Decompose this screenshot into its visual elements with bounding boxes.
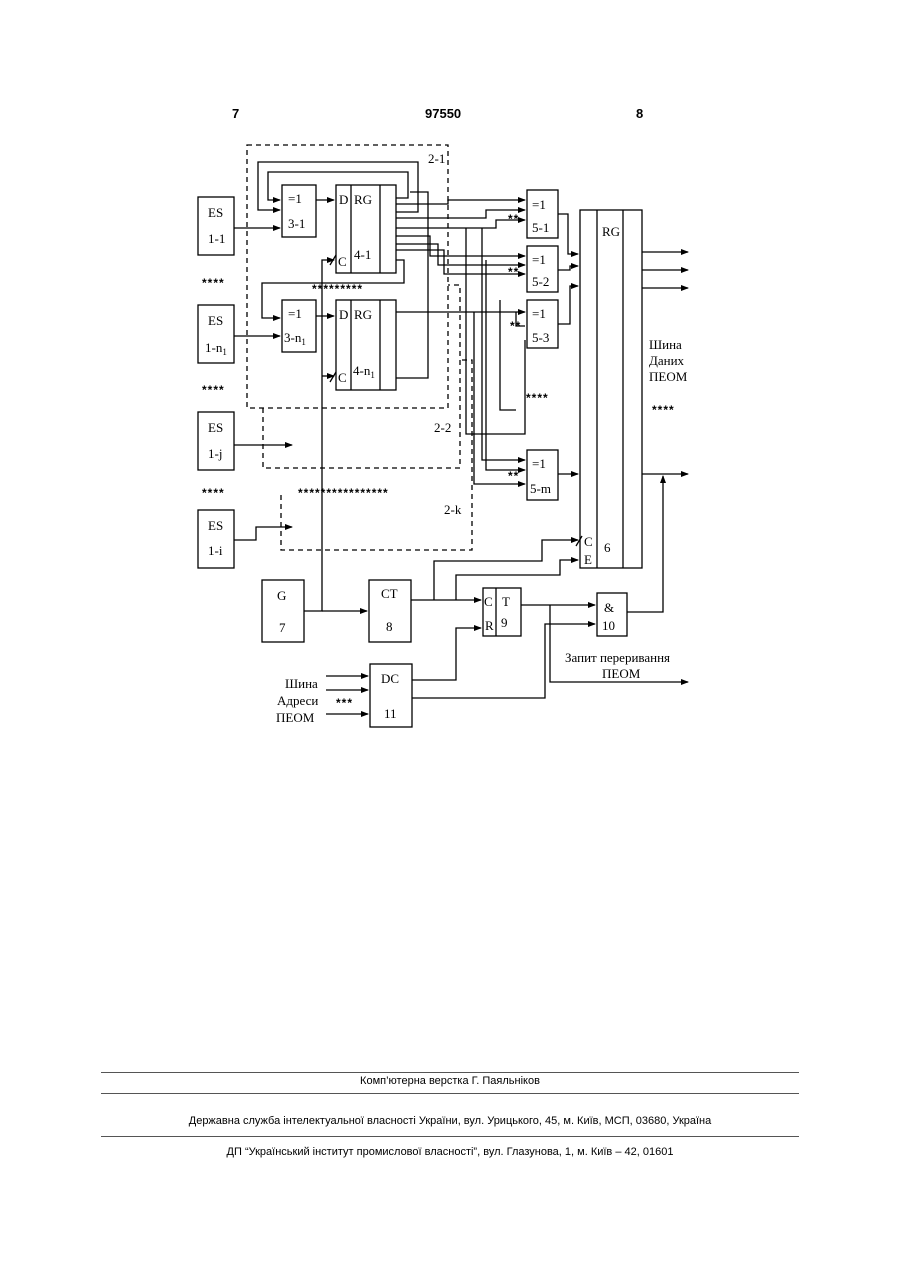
- register-6-e: E: [584, 552, 592, 567]
- counter-id: 8: [386, 619, 393, 634]
- group-label-2-k: 2-k: [444, 502, 462, 517]
- data-bus-line2: Даних: [649, 353, 685, 368]
- es-1-n1-bottom-sub: 1: [222, 347, 227, 357]
- register-4-1-id: 4-1: [354, 247, 371, 262]
- register-4-1-d: D: [339, 192, 348, 207]
- ellipsis-xor-5-3: **: [510, 319, 521, 333]
- xor-5-1-id: 5-1: [532, 220, 549, 235]
- register-6-id: 6: [604, 540, 611, 555]
- trigger-r: R: [485, 618, 494, 633]
- interrupt-line1: Запит переривання: [565, 650, 670, 665]
- address-bus-line1: Шина: [285, 676, 318, 691]
- counter-name: CT: [381, 586, 398, 601]
- trigger-c: C: [484, 594, 493, 609]
- ellipsis-xor-5-m: **: [508, 469, 519, 483]
- and-id: 10: [602, 618, 615, 633]
- ellipsis-sensors-2: ****: [202, 383, 225, 397]
- footer-agency: Державна служба інтелектуальної власност…: [101, 1115, 799, 1127]
- register-4-n1-id-main: 4-n: [353, 363, 371, 378]
- xor-5-2-op: =1: [532, 252, 546, 267]
- ellipsis-data-bus: ****: [652, 403, 675, 417]
- register-4-n1-id-sub: 1: [370, 370, 375, 380]
- footer-divider-3: [101, 1136, 799, 1137]
- register-4-1-clk: C: [338, 254, 347, 269]
- xor-3-1-id: 3-1: [288, 216, 305, 231]
- ellipsis-xor-5-2: **: [508, 265, 519, 279]
- footer-divider-2: [101, 1093, 799, 1094]
- generator-id: 7: [279, 620, 286, 635]
- xor-5-3-id: 5-3: [532, 330, 549, 345]
- ellipsis-sensors-1: ****: [202, 276, 225, 290]
- register-6-name: RG: [602, 224, 620, 239]
- data-bus-line1: Шина: [649, 337, 682, 352]
- es-1-n1-top: ES: [208, 313, 223, 328]
- interrupt-line2: ПЕОМ: [602, 666, 641, 681]
- ellipsis-group-1: *********: [312, 282, 363, 296]
- register-4-n1-d: D: [339, 307, 348, 322]
- ellipsis-sensors-3: ****: [202, 486, 225, 500]
- xor-3-n1-id-main: 3-n: [284, 330, 302, 345]
- register-4-n1-clk: C: [338, 370, 347, 385]
- register-6-c: C: [584, 534, 593, 549]
- es-1-1-top: ES: [208, 205, 223, 220]
- data-bus-line3: ПЕОМ: [649, 369, 688, 384]
- register-4-n1-name: RG: [354, 307, 372, 322]
- decoder-id: 11: [384, 706, 397, 721]
- xor-5-1-op: =1: [532, 197, 546, 212]
- es-1-i-bottom: 1-i: [208, 543, 223, 558]
- address-bus-line3: ПЕОМ: [276, 710, 315, 725]
- xor-3-1-op: =1: [288, 191, 302, 206]
- xor-5-3-op: =1: [532, 306, 546, 321]
- group-label-2-2: 2-2: [434, 420, 451, 435]
- es-1-1-bottom: 1-1: [208, 231, 225, 246]
- ellipsis-xor-out: ****: [526, 391, 549, 405]
- es-1-j-bottom: 1-j: [208, 446, 222, 461]
- and-op: &: [604, 600, 614, 615]
- es-1-j-top: ES: [208, 420, 223, 435]
- generator-name: G: [277, 588, 286, 603]
- xor-5-m-id: 5-m: [530, 481, 551, 496]
- footer-typesetting: Комп’ютерна верстка Г. Паяльніков: [101, 1075, 799, 1087]
- trigger-id: 9: [501, 615, 508, 630]
- trigger-name: T: [502, 594, 510, 609]
- xor-3-n1-id-sub: 1: [301, 337, 306, 347]
- xor-5-m-op: =1: [532, 456, 546, 471]
- ellipsis-xor-5-1: **: [508, 212, 519, 226]
- address-bus-line2: Адреси: [277, 693, 318, 708]
- decoder-name: DC: [381, 671, 399, 686]
- es-1-i-top: ES: [208, 518, 223, 533]
- register-6-block: [580, 210, 642, 568]
- es-1-n1-bottom-main: 1-n: [205, 340, 223, 355]
- footer-institute: ДП “Український інститут промислової вла…: [101, 1146, 799, 1158]
- xor-5-2-id: 5-2: [532, 274, 549, 289]
- ellipsis-group-k: ****************: [298, 486, 389, 500]
- ellipsis-address-bus: ***: [336, 696, 353, 710]
- xor-3-n1-op: =1: [288, 306, 302, 321]
- group-label-2-1: 2-1: [428, 151, 445, 166]
- register-4-1-name: RG: [354, 192, 372, 207]
- footer-divider-1: [101, 1072, 799, 1073]
